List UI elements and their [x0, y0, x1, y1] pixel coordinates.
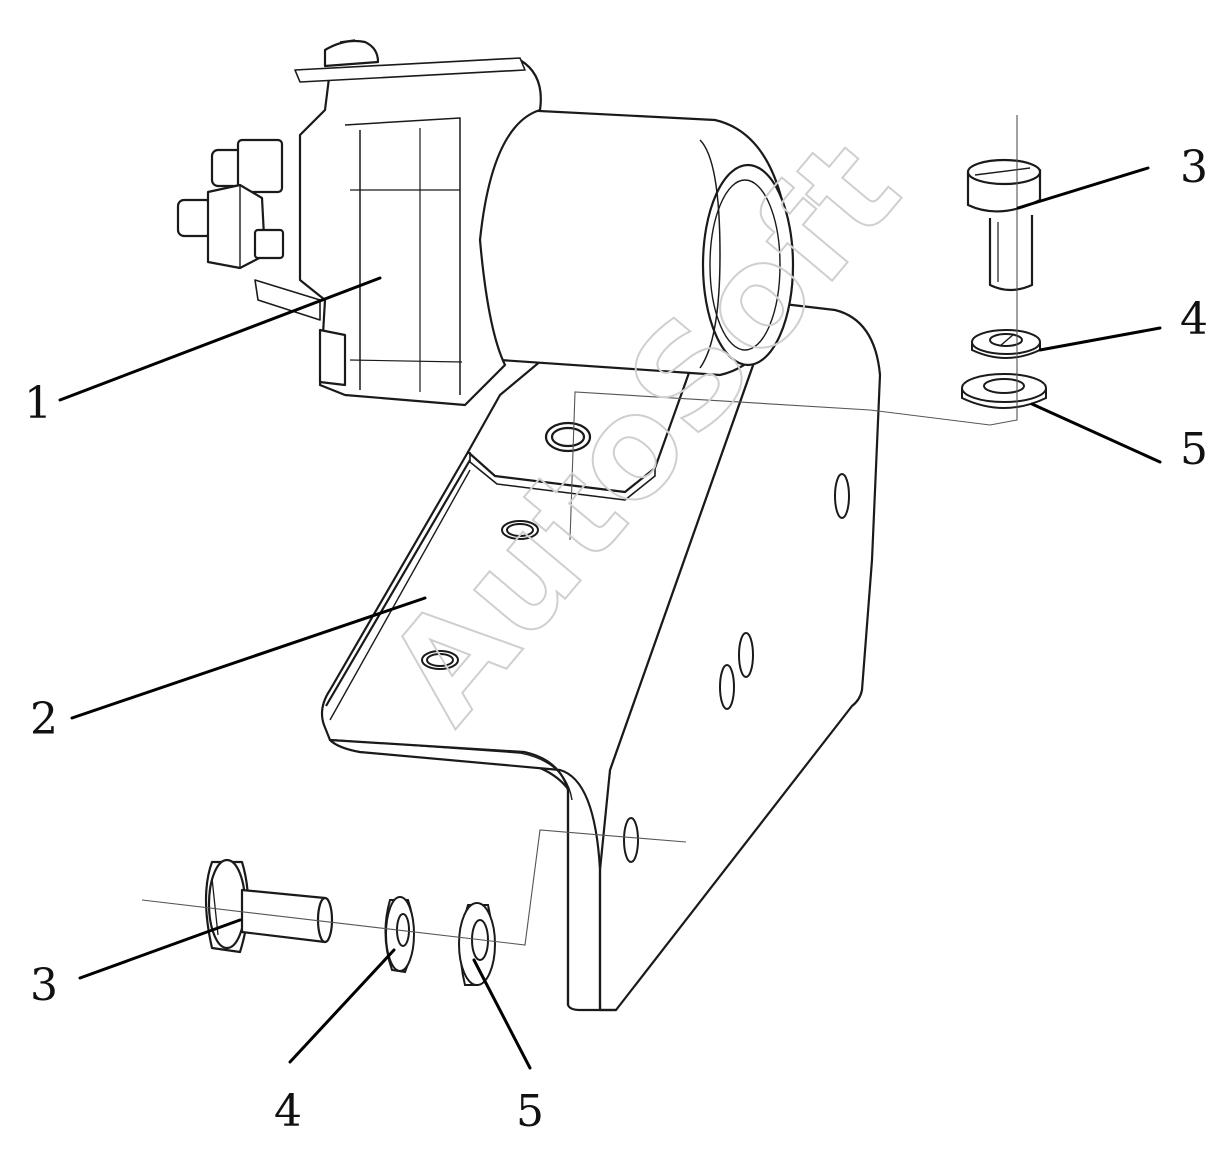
center-lines [141, 115, 1018, 946]
leader-line-5-top [1030, 402, 1162, 464]
upper-lock-washer [971, 329, 1041, 359]
callout-number-3-top: 3 [1180, 142, 1208, 193]
lower-screw [204, 858, 334, 954]
leader-line-4-bottom [288, 948, 396, 1064]
leader-line-4-top [1038, 326, 1162, 352]
leader-line-5-bottom [472, 958, 532, 1070]
leader-line-2 [70, 596, 427, 720]
upper-screw [966, 158, 1042, 292]
callout-number-4-top: 4 [1180, 294, 1208, 345]
callout-number-2: 2 [30, 694, 58, 745]
leader-line-3-top [1016, 166, 1150, 210]
lower-flat-washer [458, 902, 496, 986]
upper-flat-washer [961, 373, 1047, 409]
callout-number-3-bottom: 3 [30, 960, 58, 1011]
leader-line-1 [58, 276, 382, 402]
leader-lines [58, 166, 1162, 1070]
lower-lock-washer [384, 896, 415, 974]
callout-number-5-top: 5 [1180, 424, 1208, 475]
callout-number-4-bottom: 4 [274, 1086, 302, 1137]
callout-number-5-bottom: 5 [516, 1086, 544, 1137]
bracket-holes [421, 473, 850, 863]
switch-component [176, 39, 795, 501]
callout-number-1: 1 [24, 378, 52, 429]
leader-line-3-bottom [78, 918, 242, 980]
